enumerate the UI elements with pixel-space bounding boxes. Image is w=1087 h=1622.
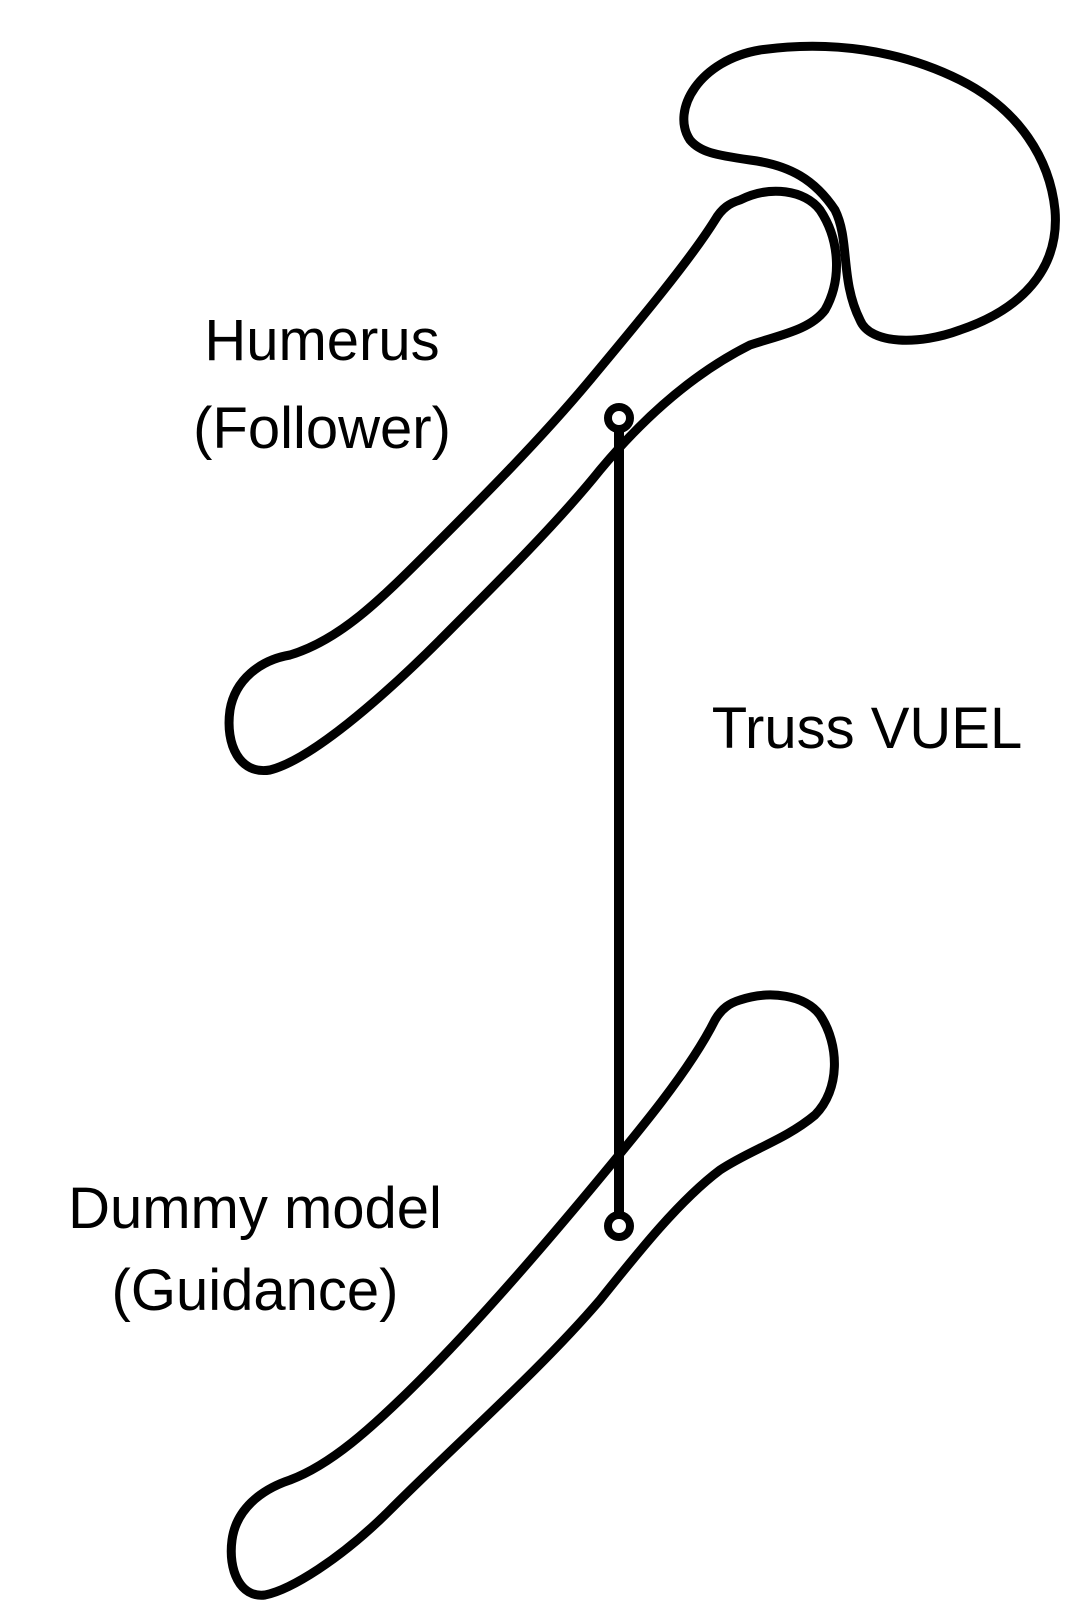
humerus-outline — [224, 186, 841, 775]
dummy-model-outline — [226, 990, 839, 1600]
guidance-name-label: Dummy model — [68, 1176, 442, 1241]
guidance-role-label: (Guidance) — [112, 1258, 399, 1323]
follower-name-label: Humerus — [204, 308, 439, 373]
guidance-node — [604, 1211, 634, 1241]
follower-node — [604, 403, 634, 433]
truss-label: Truss VUEL — [712, 696, 1022, 761]
scapula-outline — [679, 41, 1060, 345]
follower-role-label: (Follower) — [193, 396, 451, 461]
